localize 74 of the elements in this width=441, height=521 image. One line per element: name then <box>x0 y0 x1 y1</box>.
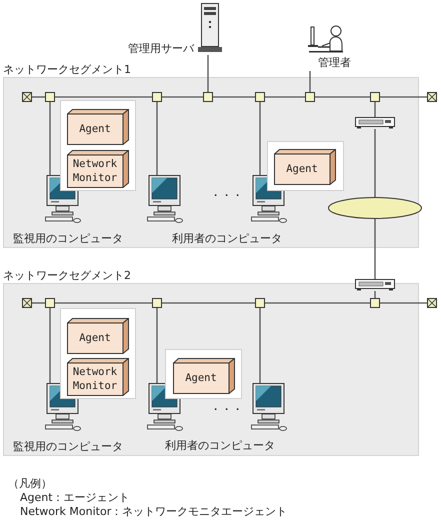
connection-line <box>49 308 51 383</box>
connection-line <box>380 302 427 304</box>
software-panel <box>60 100 136 191</box>
terminator-icon <box>427 298 437 308</box>
connection-line <box>265 302 370 304</box>
connection-line <box>265 96 305 98</box>
connector-node <box>255 92 265 102</box>
component-block <box>67 318 129 354</box>
connection-line <box>32 302 45 304</box>
block-label: Agent <box>184 371 218 386</box>
legend-heading: （凡例） <box>8 476 52 491</box>
block-label: Network Monitor <box>72 157 118 186</box>
connector-node <box>255 298 265 308</box>
segment-title: ネットワークセグメント2 <box>3 268 131 283</box>
connection-line <box>374 291 376 298</box>
block-label: Agent <box>78 122 112 137</box>
connector-node <box>152 92 162 102</box>
terminator-icon <box>22 92 32 102</box>
connection-line <box>259 102 261 175</box>
component-block <box>173 358 235 394</box>
connection-line <box>55 302 152 304</box>
connector-node <box>370 92 380 102</box>
component-block <box>67 150 129 188</box>
legend-entry: Network Monitor：ネットワークモニタエージェント <box>20 504 288 519</box>
network-ellipse <box>328 197 422 219</box>
computer-icon <box>147 383 183 431</box>
computer-icon <box>147 175 183 223</box>
hub-icon <box>355 117 395 129</box>
component-block <box>274 149 336 185</box>
person-label: 管理者 <box>318 55 351 70</box>
connection-line <box>374 102 376 117</box>
block-label: Agent <box>285 162 319 177</box>
legend-entry: Agent：エージェント <box>20 490 130 505</box>
computer-label: 監視用のコンピュータ <box>13 231 121 246</box>
connection-line <box>380 96 427 98</box>
connection-line <box>213 96 255 98</box>
block-label: Agent <box>78 331 112 346</box>
connection-line <box>156 308 158 383</box>
terminator-icon <box>22 298 32 308</box>
connector-node <box>45 92 55 102</box>
ellipsis-text: ・・・ <box>210 188 243 203</box>
connection-line <box>162 96 203 98</box>
connection-line <box>315 96 370 98</box>
connector-node <box>370 298 380 308</box>
computer-icon <box>251 383 287 431</box>
component-block <box>67 358 129 396</box>
caption-text: 利用者のコンピュータ <box>165 438 275 453</box>
connector-node <box>152 298 162 308</box>
software-panel <box>267 141 344 191</box>
software-panel <box>165 349 242 399</box>
connection-line <box>374 219 376 279</box>
ellipsis-text: ・・・ <box>210 402 243 417</box>
connector-node <box>203 92 213 102</box>
connection-line <box>374 129 376 197</box>
connection-line <box>32 96 45 98</box>
block-label: Network Monitor <box>72 365 118 394</box>
connection-line <box>162 302 255 304</box>
software-panel <box>60 308 136 399</box>
connection-line <box>207 55 209 92</box>
component-block <box>67 109 129 145</box>
caption-text: 利用者のコンピュータ <box>172 231 282 246</box>
terminator-icon <box>427 92 437 102</box>
connection-line <box>156 102 158 175</box>
connection-line <box>259 308 261 383</box>
computer-label: 監視用のコンピュータ <box>13 439 121 454</box>
connector-node <box>305 92 315 102</box>
connection-line <box>309 71 311 92</box>
computer-icon <box>251 175 287 223</box>
connector-node <box>45 298 55 308</box>
hub-icon <box>355 279 395 291</box>
segment-title: ネットワークセグメント1 <box>3 62 131 77</box>
connection-line <box>55 96 152 98</box>
server-label: 管理用サーバ <box>128 41 194 56</box>
connection-line <box>49 102 51 175</box>
